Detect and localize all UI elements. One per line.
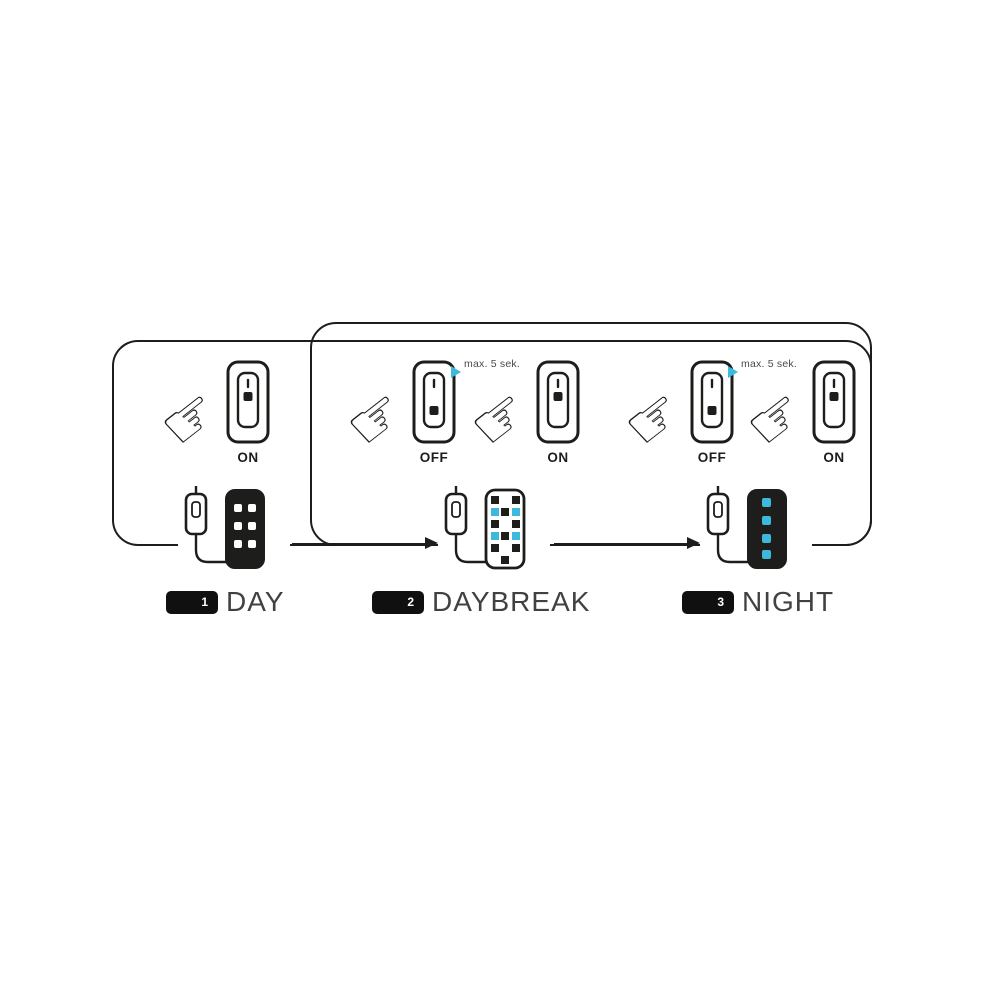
step-badge: 3	[682, 590, 734, 614]
controller-daybreak-icon	[444, 484, 526, 570]
timer-label: max. 5 sek.	[464, 358, 520, 370]
rocker-switch-on-icon	[536, 360, 580, 444]
switch-state-label: ON	[237, 450, 259, 465]
switch-state-label: ON	[823, 450, 845, 465]
flow-arrow-daybreak-to-night	[554, 537, 700, 549]
flow-arrow-day-to-daybreak	[292, 537, 438, 549]
step-badge: 1	[166, 590, 218, 614]
controller-night-icon	[706, 484, 787, 569]
switch-state-label: ON	[547, 450, 569, 465]
timer-arrow-night: max. 5 sek.	[729, 358, 809, 370]
mode-label: NIGHT	[742, 586, 835, 617]
switch-press-unit-daybreak-on: ☞ ON	[455, 360, 610, 474]
rocker-switch-on-icon	[226, 360, 270, 444]
timer-arrow-daybreak: max. 5 sek.	[452, 358, 532, 370]
switch-state-label: OFF	[419, 450, 449, 465]
rocker-switch-off-icon	[690, 360, 734, 444]
caption-night: 3 NIGHT	[682, 586, 834, 618]
device-daybreak	[438, 484, 550, 578]
switch-press-unit-night-on: ☞ ON	[731, 360, 886, 474]
switch-press-unit-daybreak-off: ☞ OFF	[331, 360, 486, 474]
controller-day-icon	[184, 484, 265, 569]
device-day	[178, 484, 290, 578]
switch-press-unit-night-off: ☞ OFF	[609, 360, 764, 474]
mode-label: DAY	[226, 586, 285, 617]
rocker-switch-on-icon	[812, 360, 856, 444]
switch-press-unit-day-on: ☞ ON	[145, 360, 300, 474]
switch-state-label: OFF	[697, 450, 727, 465]
step-badge: 2	[372, 590, 424, 614]
mode-label: DAYBREAK	[432, 586, 591, 617]
timed-sequence-frame	[310, 322, 872, 546]
rocker-switch-off-icon	[412, 360, 456, 444]
caption-daybreak: 2 DAYBREAK	[372, 586, 590, 618]
timer-label: max. 5 sek.	[741, 358, 797, 370]
caption-day: 1 DAY	[166, 586, 285, 618]
device-night	[700, 484, 812, 578]
